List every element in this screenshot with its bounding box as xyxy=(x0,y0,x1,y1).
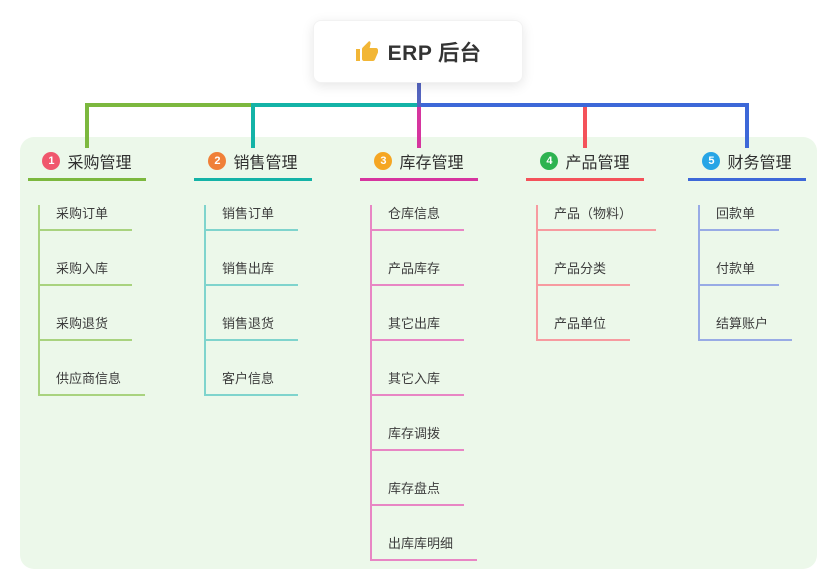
root-node[interactable]: ERP 后台 xyxy=(313,20,523,83)
child-node[interactable]: 其它出库 xyxy=(372,315,465,341)
connector-branch-5 xyxy=(419,103,747,107)
connector-branch-2 xyxy=(253,103,419,107)
child-node[interactable]: 产品库存 xyxy=(372,260,465,286)
child-node[interactable]: 采购订单 xyxy=(40,205,133,231)
branch-children: 回款单付款单结算账户 xyxy=(698,205,793,341)
child-node[interactable]: 采购入库 xyxy=(40,260,133,286)
child-node[interactable]: 其它入库 xyxy=(372,370,465,396)
child-node[interactable]: 产品单位 xyxy=(538,315,631,341)
child-node[interactable]: 付款单 xyxy=(700,260,780,286)
child-node[interactable]: 回款单 xyxy=(700,205,780,231)
branch: 1 采购管理 采购订单采购入库采购退货供应商信息 xyxy=(28,144,188,396)
child-node[interactable]: 供应商信息 xyxy=(40,370,146,396)
branch-node[interactable]: 5 财务管理 xyxy=(688,144,806,181)
child-node[interactable]: 销售出库 xyxy=(206,260,299,286)
child-node[interactable]: 采购退货 xyxy=(40,315,133,341)
thumbs-up-icon xyxy=(355,40,379,64)
child-node[interactable]: 出库库明细 xyxy=(372,535,478,561)
child-node[interactable]: 结算账户 xyxy=(700,315,793,341)
branch-number-badge: 4 xyxy=(540,152,559,170)
root-title: ERP 后台 xyxy=(387,41,482,65)
child-node[interactable]: 库存调拨 xyxy=(372,425,465,451)
branch: 5 财务管理 回款单付款单结算账户 xyxy=(688,144,839,341)
branch-title: 产品管理 xyxy=(565,155,630,172)
branch: 3 库存管理 仓库信息产品库存其它出库其它入库库存调拨库存盘点出库库明细 xyxy=(360,144,520,561)
child-node[interactable]: 产品分类 xyxy=(538,260,631,286)
branch-number-badge: 2 xyxy=(208,152,227,170)
branch-children: 仓库信息产品库存其它出库其它入库库存调拨库存盘点出库库明细 xyxy=(370,205,478,561)
branch-number-badge: 5 xyxy=(702,152,721,170)
connector-root xyxy=(417,83,421,107)
branch: 2 销售管理 销售订单销售出库销售退货客户信息 xyxy=(194,144,354,396)
child-node[interactable]: 库存盘点 xyxy=(372,480,465,506)
branch-node[interactable]: 2 销售管理 xyxy=(194,144,312,181)
branch-title: 采购管理 xyxy=(67,155,132,172)
branch-children: 采购订单采购入库采购退货供应商信息 xyxy=(38,205,146,396)
branch-title: 销售管理 xyxy=(233,155,298,172)
branch-title: 库存管理 xyxy=(399,155,464,172)
branch-children: 销售订单销售出库销售退货客户信息 xyxy=(204,205,299,396)
connector-branch-1 xyxy=(87,103,419,107)
branch-node[interactable]: 1 采购管理 xyxy=(28,144,146,181)
child-node[interactable]: 客户信息 xyxy=(206,370,299,396)
branches-panel xyxy=(20,137,817,569)
branch-number-badge: 3 xyxy=(374,152,393,170)
child-node[interactable]: 产品（物料） xyxy=(538,205,657,231)
branch-number-badge: 1 xyxy=(42,152,61,170)
child-node[interactable]: 仓库信息 xyxy=(372,205,465,231)
branch-title: 财务管理 xyxy=(727,155,792,172)
child-node[interactable]: 销售退货 xyxy=(206,315,299,341)
connector-branch-4 xyxy=(419,103,585,107)
branch-node[interactable]: 4 产品管理 xyxy=(526,144,644,181)
branch-children: 产品（物料） 产品分类产品单位 xyxy=(536,205,657,341)
branch: 4 产品管理 产品（物料） 产品分类产品单位 xyxy=(526,144,686,341)
branch-node[interactable]: 3 库存管理 xyxy=(360,144,478,181)
child-node[interactable]: 销售订单 xyxy=(206,205,299,231)
